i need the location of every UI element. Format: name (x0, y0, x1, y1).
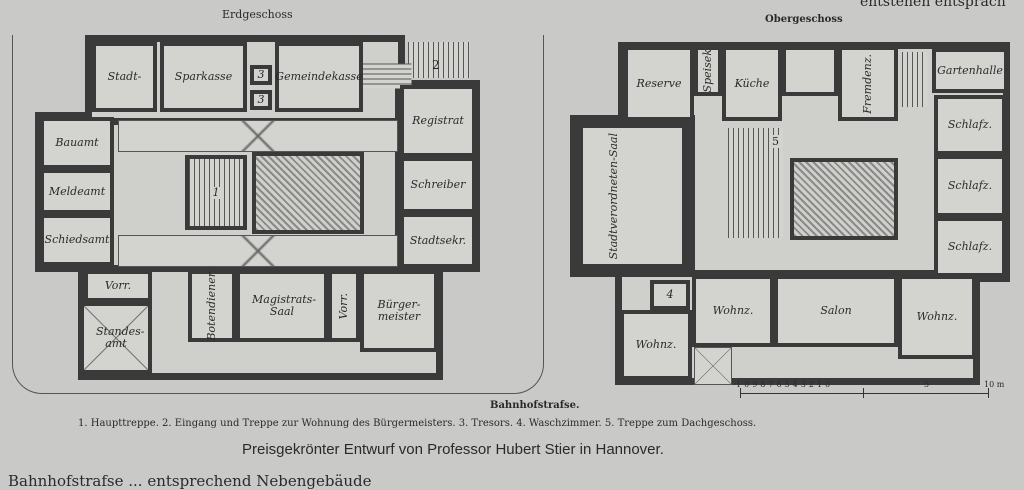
room-schiedsamt: Schiedsamt (40, 214, 114, 266)
legend: 1. Haupttreppe. 2. Eingang und Treppe zu… (78, 418, 757, 429)
room-gemeindekasse: Gemeindekasse (275, 42, 363, 112)
room-label: Bürger-meister (377, 298, 421, 323)
room-vorr-2: Vorr. (328, 270, 360, 342)
scale-tick (740, 388, 741, 398)
room-wohnzimmer: Wohnz. (898, 275, 976, 359)
scale-label: 10 (736, 380, 753, 389)
room-stadtverordneten-saal: Stadtverordneten-Saal (575, 120, 690, 272)
room-magistrats-saal: Magistrats-Saal (236, 270, 328, 342)
room-kueche: Küche (722, 46, 782, 121)
cut-text-top: entstehen entsprach (860, 0, 1006, 10)
entrance-vault (694, 347, 732, 385)
room-bath (782, 46, 838, 96)
room-label: Speisek (701, 49, 714, 93)
room-gartenhalle: Gartenhalle (932, 48, 1008, 93)
scale-label: 0 (825, 380, 834, 389)
room-botendiener: Botendiener (188, 270, 236, 342)
scale-label-5: 5 (924, 380, 930, 389)
scale-label: 6 (776, 380, 785, 389)
vaulted-corridor (118, 120, 398, 152)
caption: Preisgekrönter Entwurf von Professor Hub… (242, 441, 664, 458)
plan-title-erdgeschoss: Erdgeschoss (222, 8, 293, 21)
room-label: Standes-amt (96, 325, 145, 350)
courtyard (252, 152, 364, 234)
room-tresor: 3 (250, 65, 272, 85)
room-schlafzimmer: Schlafz. (934, 95, 1006, 155)
label-5: 5 (772, 135, 779, 148)
room-schlafzimmer: Schlafz. (934, 155, 1006, 217)
scale-tick (988, 388, 989, 398)
room-fremdenzimmer: Fremdenz. (838, 46, 898, 121)
scale-label: 4 (792, 380, 801, 389)
room-waschzimmer: 4 (650, 280, 690, 310)
room-stadt: Stadt- (92, 42, 157, 112)
room-salon: Salon (774, 275, 898, 347)
room-meldeamt: Meldeamt (40, 169, 114, 214)
room-registrat: Registrat (400, 85, 476, 157)
room-tresor: 3 (250, 90, 272, 110)
room-vorr: Vorr. (84, 270, 152, 302)
street-outline (12, 35, 544, 394)
scale-label: 9 (752, 380, 761, 389)
scale-label: 5 (784, 380, 793, 389)
courtyard-upper (790, 158, 898, 240)
room-wohnzimmer: Wohnz. (692, 275, 774, 347)
scale-label: 3 (800, 380, 809, 389)
room-buergermeister: Bürger-meister (360, 270, 438, 352)
room-schreiber: Schreiber (400, 157, 476, 213)
room-schlafzimmer: Schlafz. (934, 217, 1006, 277)
room-label: Vorr. (337, 292, 350, 320)
label-1: 1 (212, 185, 220, 199)
scale-tick-labels: 109876543210 (736, 380, 833, 389)
scale-label: 8 (760, 380, 769, 389)
room-label: Stadtverordneten-Saal (606, 132, 620, 260)
scale-line (740, 393, 988, 394)
street-label: Bahnhofstrafse. (490, 400, 580, 411)
room-sparkasse: Sparkasse (160, 42, 247, 112)
scale-tick (863, 388, 864, 398)
room-speisekammer: Speisek (694, 46, 722, 96)
room-stadtsekr: Stadtsekr. (400, 213, 476, 268)
room-wohnzimmer: Wohnz. (620, 310, 692, 380)
room-label: Fremdenz. (861, 53, 874, 114)
main-staircase: 1 (185, 155, 247, 230)
entrance-staircase (408, 42, 470, 78)
scale-label: 7 (768, 380, 777, 389)
side-staircase-upper (902, 52, 927, 107)
room-label: Botendiener (205, 271, 218, 341)
room-label: Magistrats-Saal (252, 293, 317, 318)
plan-title-obergeschoss: Obergeschoss (765, 14, 843, 25)
vaulted-corridor (118, 235, 398, 267)
room-bauamt: Bauamt (40, 117, 114, 169)
room-standesamt: Standes-amt (80, 302, 152, 374)
scale-label: 1 (816, 380, 826, 389)
label-2: 2 (432, 58, 440, 72)
scale-label-10m: 10 m (984, 380, 1005, 389)
room-reserve: Reserve (624, 46, 694, 121)
scale-label: 2 (808, 380, 817, 389)
cut-text-bottom: Bahnhofstrafse ... entsprechend Nebengeb… (8, 472, 372, 490)
